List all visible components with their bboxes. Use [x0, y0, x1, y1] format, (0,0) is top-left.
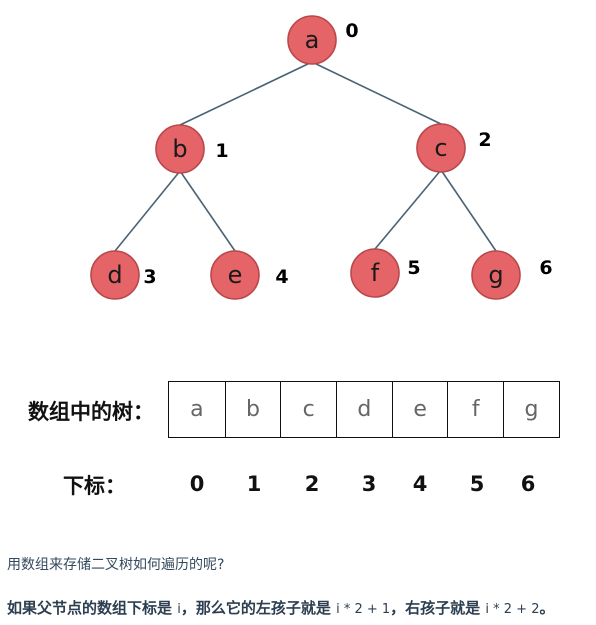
- tree-node-e: [210, 250, 260, 300]
- array-table: a b c d e f g: [168, 381, 560, 438]
- index-value: 4: [412, 472, 428, 496]
- tree-node-a: [287, 15, 337, 65]
- tree-node-index: 2: [478, 129, 491, 151]
- array-cell: g: [503, 382, 559, 437]
- tree-edge-c-f: [374, 169, 442, 250]
- array-cell: e: [391, 382, 448, 437]
- formula-expression: i: [177, 602, 181, 617]
- tree-node-label: a: [305, 26, 320, 54]
- formula-text: 如果父节点的数组下标是 i，那么它的左孩子就是 i * 2 + 1，右孩子就是 …: [7, 597, 555, 618]
- tree-node-index: 5: [407, 257, 420, 279]
- tree-edge-c-g: [440, 169, 497, 252]
- array-cell: f: [447, 382, 503, 437]
- array-cell: c: [280, 382, 336, 437]
- tree-node-label: c: [434, 134, 447, 162]
- index-row-label: 下标：: [63, 474, 126, 498]
- tree-node-label: g: [488, 261, 503, 289]
- tree-node-c: [416, 123, 466, 173]
- formula-part: ，那么它的左孩子就是: [180, 599, 337, 617]
- index-value: 5: [469, 472, 485, 496]
- tree-node-label: f: [371, 259, 380, 287]
- tree-node-index: 0: [345, 20, 358, 42]
- tree-edges: [114, 61, 497, 252]
- tree-node-d: [90, 250, 140, 300]
- index-value: 2: [304, 472, 320, 496]
- index-value: 6: [520, 472, 536, 496]
- formula-part: ，右孩子就是: [390, 599, 486, 617]
- tree-node-index: 6: [539, 257, 552, 279]
- tree-node-index: 4: [275, 266, 288, 288]
- tree-node-f: [350, 248, 400, 298]
- tree-node-b: [155, 124, 205, 174]
- tree-edge-a-b: [179, 61, 313, 126]
- array-cell: d: [336, 382, 392, 437]
- formula-part: 。: [539, 599, 555, 617]
- tree-node-label: d: [107, 261, 122, 289]
- question-text: 用数组来存储二叉树如何遍历的呢?: [7, 557, 225, 573]
- formula-expression: i * 2 + 1: [336, 602, 391, 617]
- tree-node-label: e: [228, 261, 243, 289]
- index-value: 1: [246, 472, 262, 496]
- tree-node-index: 1: [215, 140, 228, 162]
- formula-part: 如果父节点的数组下标是: [7, 599, 178, 617]
- tree-edge-b-d: [114, 170, 181, 252]
- array-cell: a: [190, 397, 204, 422]
- tree-edge-b-e: [179, 170, 236, 252]
- tree-node-g: [471, 250, 521, 300]
- tree-edge-a-c: [311, 61, 442, 125]
- tree-node-label: b: [172, 135, 187, 163]
- formula-expression: i * 2 + 2: [485, 602, 540, 617]
- tree-node-index: 3: [143, 266, 156, 288]
- array-cell: b: [224, 382, 281, 437]
- array-label: 数组中的树：: [28, 400, 154, 424]
- index-value: 0: [189, 472, 205, 496]
- index-value: 3: [361, 472, 377, 496]
